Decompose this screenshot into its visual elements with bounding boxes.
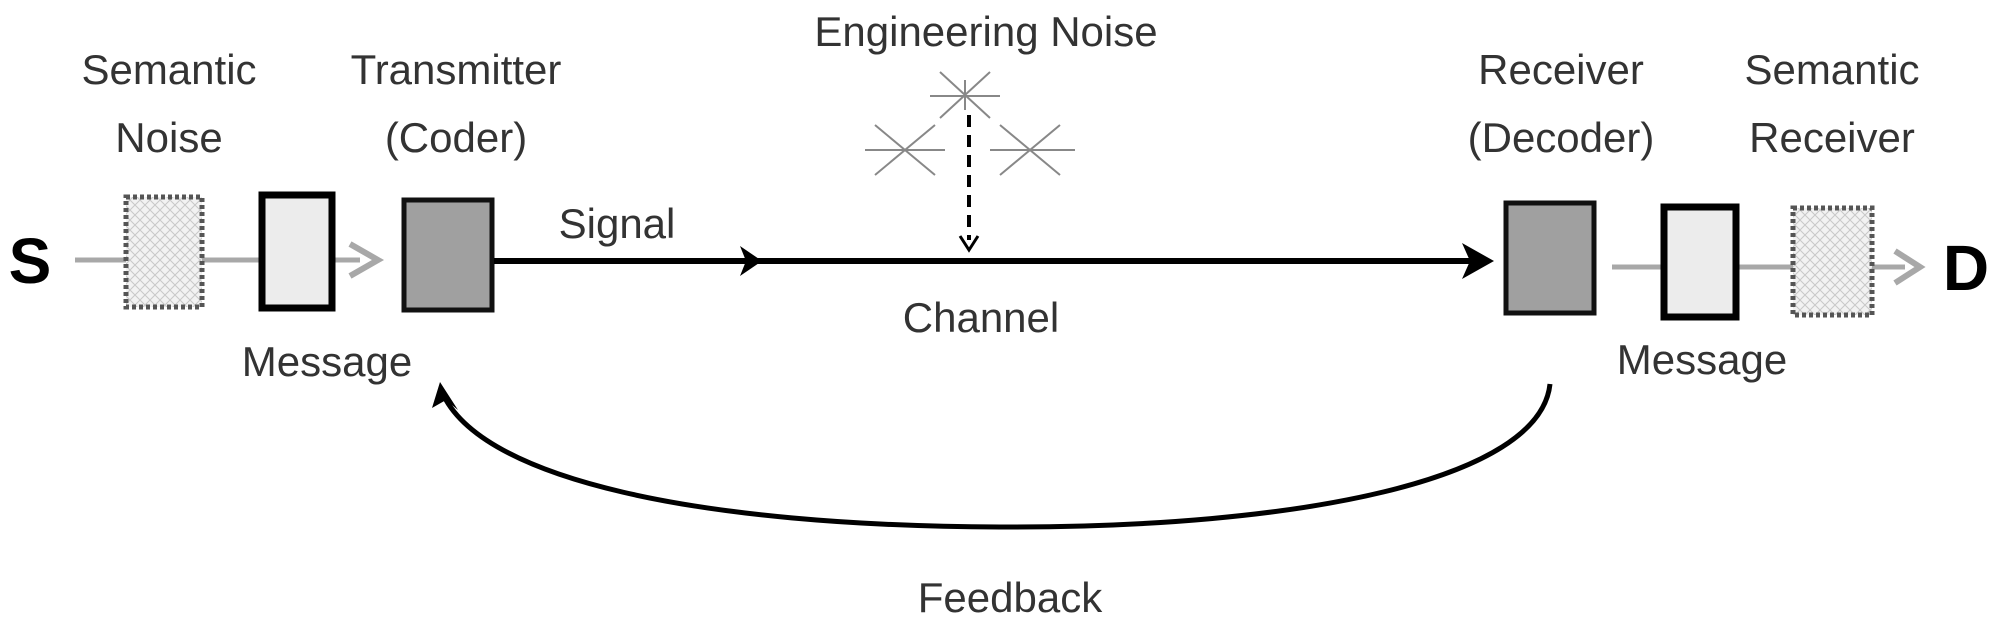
message-label-right: Message <box>1617 336 1787 383</box>
engineering-noise-label: Engineering Noise <box>814 8 1157 55</box>
feedback-curve <box>439 383 1553 530</box>
source-label: S <box>9 225 52 297</box>
transmitter-label-1: Transmitter <box>351 46 562 93</box>
semantic-noise-label-1: Semantic <box>81 46 256 93</box>
transmitter-label-2: (Coder) <box>385 114 527 161</box>
signal-arrowhead-icon <box>740 246 762 276</box>
noise-arrowhead-icon <box>958 235 980 253</box>
semantic-receiver-label-2: Receiver <box>1749 114 1915 161</box>
message-box-left <box>258 191 336 312</box>
channel-arrowhead-icon <box>1462 243 1494 279</box>
noise-burst-icon <box>865 71 1075 176</box>
semantic-noise-label-2: Noise <box>115 114 222 161</box>
receiver-label-1: Receiver <box>1478 46 1644 93</box>
semantic-receiver-label-1: Semantic <box>1744 46 1919 93</box>
signal-label: Signal <box>559 200 676 247</box>
feedback-label: Feedback <box>918 574 1103 621</box>
receiver-decoder-box <box>1503 200 1597 316</box>
gray-arrowhead-icon <box>348 241 385 279</box>
channel-label: Channel <box>903 294 1059 341</box>
destination-label: D <box>1943 232 1989 304</box>
message-label-left: Message <box>242 338 412 385</box>
gray-arrowhead-icon-right <box>1893 248 1926 286</box>
semantic-receiver-box <box>1790 205 1875 318</box>
message-box-right <box>1660 203 1740 321</box>
transmitter-coder-box <box>401 197 495 313</box>
receiver-label-2: (Decoder) <box>1468 114 1655 161</box>
semantic-noise-box <box>123 194 205 310</box>
feedback-arrowhead-icon <box>432 382 458 410</box>
